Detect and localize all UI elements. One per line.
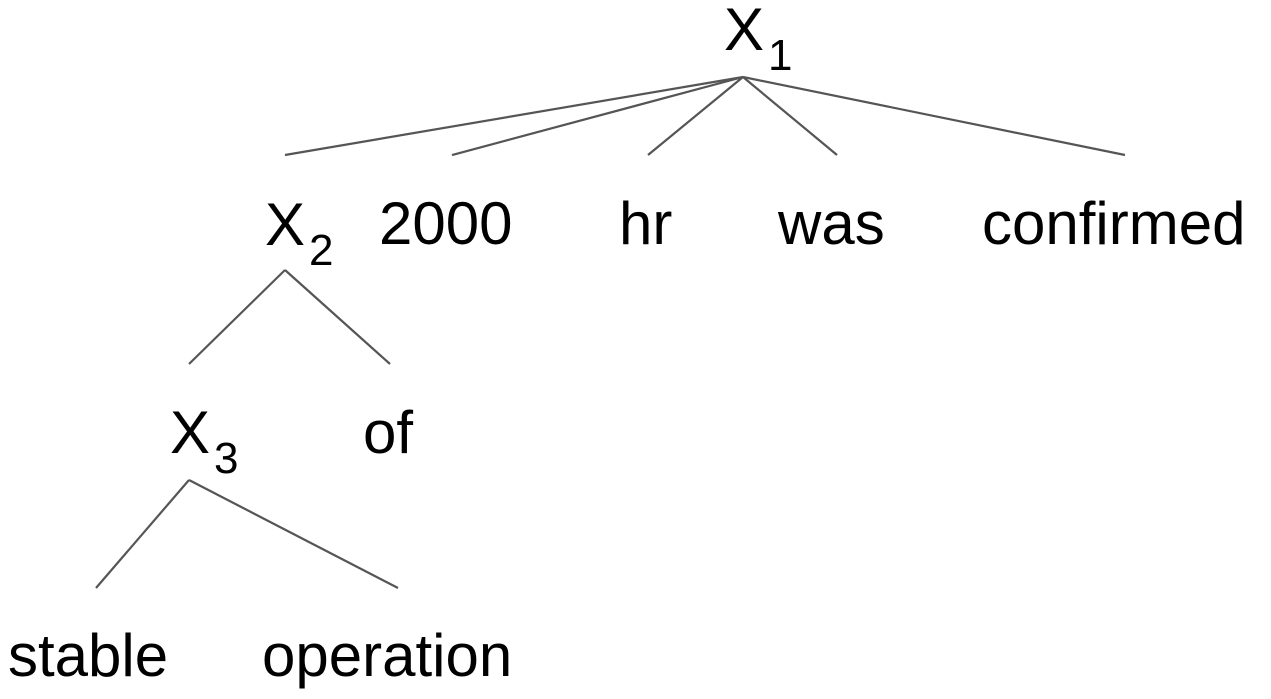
word-operation: operation	[262, 622, 512, 689]
word-confirmed: confirmed	[982, 190, 1245, 257]
word-of: of	[363, 399, 413, 466]
node-x1: X1	[724, 0, 793, 80]
edge-x3-operation	[188, 479, 399, 589]
tree-edges	[95, 75, 1126, 589]
edge-x1-was	[742, 76, 838, 156]
word-2000: 2000	[379, 190, 512, 257]
node-x3: X3	[170, 399, 239, 483]
edge-x2-of	[284, 269, 391, 365]
edge-x1-2000	[451, 75, 744, 157]
edge-x1-x2	[284, 75, 744, 157]
word-was: was	[777, 190, 885, 257]
edge-x2-x3	[188, 269, 286, 365]
edge-x3-stable	[95, 479, 190, 589]
edge-x1-confirmed	[742, 75, 1126, 157]
edge-x1-hr	[647, 76, 744, 156]
word-hr: hr	[619, 190, 672, 257]
node-x2: X2	[265, 191, 334, 275]
word-stable: stable	[8, 622, 168, 689]
